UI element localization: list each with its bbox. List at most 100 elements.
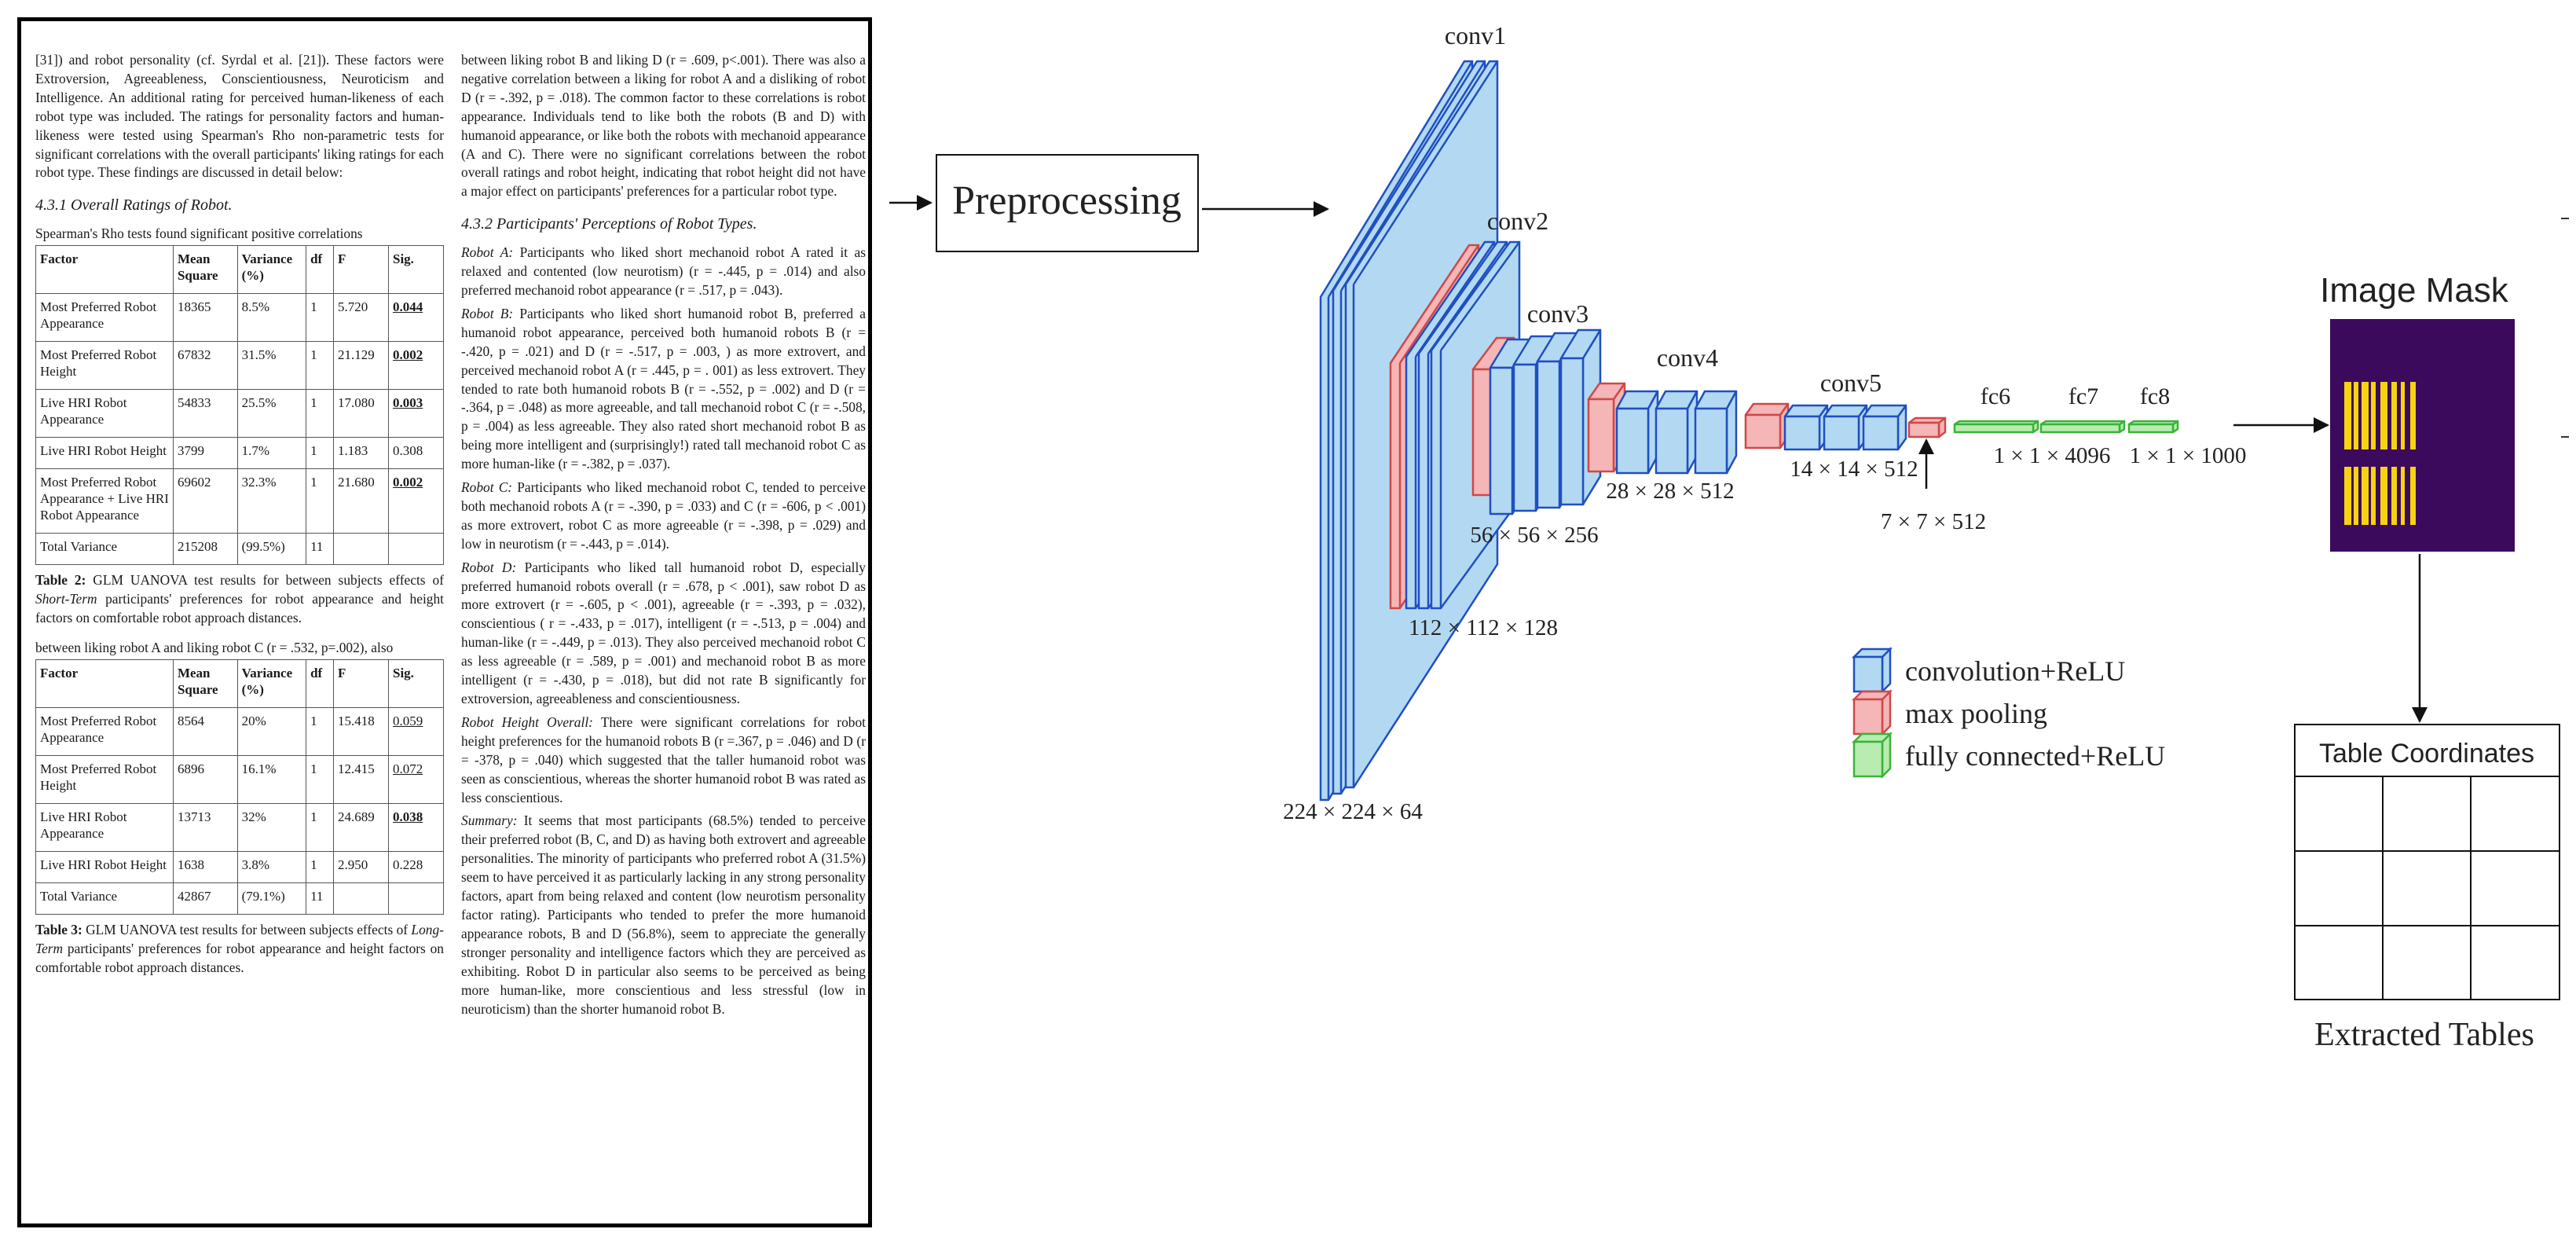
mask-table-region-bar bbox=[2371, 467, 2376, 525]
fc7-block bbox=[2039, 420, 2126, 434]
dim-label-fc8: 1 × 1 × 1000 bbox=[2130, 443, 2247, 468]
table-cell: 0.044 bbox=[388, 293, 444, 343]
robot-paragraph: Robot Height Overall: There were signifi… bbox=[461, 714, 866, 805]
column-header: Factor bbox=[35, 659, 174, 708]
table-cell: 0.059 bbox=[388, 706, 444, 756]
table-cell bbox=[388, 882, 444, 915]
dim-label-conv3: 56 × 56 × 256 bbox=[1470, 523, 1598, 548]
mask-table-region-bar bbox=[2391, 382, 2397, 449]
table-cell: 0.002 bbox=[388, 468, 444, 534]
table-cell: 0.038 bbox=[388, 802, 444, 852]
table-cell: 8564 bbox=[172, 706, 238, 756]
conv4-block bbox=[1654, 390, 1698, 475]
table-cell: 1 bbox=[306, 293, 335, 343]
table-cell: 3799 bbox=[172, 437, 238, 470]
dim-label-conv2: 112 × 112 × 128 bbox=[1409, 615, 1558, 640]
table-cell: 24.689 bbox=[333, 802, 389, 852]
table-cell: 1638 bbox=[172, 850, 238, 883]
mask-table-region-bar bbox=[2410, 382, 2416, 449]
preprocessing-box bbox=[936, 154, 1199, 252]
mask-table-region-bar bbox=[2354, 382, 2358, 449]
layer-label-conv4: conv4 bbox=[1657, 343, 1718, 372]
layer-label-conv1: conv1 bbox=[1445, 21, 1506, 50]
mask-table-region-bar bbox=[2362, 467, 2369, 525]
table-cell: Most Preferred Robot Height bbox=[35, 341, 174, 391]
table-cell: 21.129 bbox=[333, 341, 389, 391]
table-cell bbox=[388, 533, 444, 566]
table-cell: 15.418 bbox=[333, 706, 389, 756]
table-cell: 3.8% bbox=[236, 850, 307, 883]
right-intro-paragraph: between liking robot B and liking D (r =… bbox=[461, 52, 866, 200]
paper-left-column: [31]) and robot personality (cf. Syrdal … bbox=[35, 51, 444, 982]
table-cell: Live HRI Robot Height bbox=[35, 850, 174, 883]
table-cell: 11 bbox=[306, 882, 335, 915]
table-cell: 1 bbox=[306, 802, 335, 852]
paper-page-image: [31]) and robot personality (cf. Syrdal … bbox=[17, 17, 872, 1227]
column-header: F bbox=[333, 659, 389, 708]
table-cell: Most Preferred Robot Appearance bbox=[35, 293, 174, 343]
robot-paragraphs: Robot A: Participants who liked short me… bbox=[461, 244, 866, 1018]
pool4-block bbox=[1744, 402, 1790, 449]
robot-paragraph: Robot D: Participants who liked tall hum… bbox=[461, 559, 866, 706]
column-header: Sig. bbox=[388, 659, 444, 708]
fc8-block bbox=[2127, 420, 2179, 434]
table-cell: (79.1%) bbox=[236, 882, 307, 915]
table-cell: 17.080 bbox=[333, 389, 389, 438]
robot-paragraph: Robot B: Participants who liked short hu… bbox=[461, 305, 866, 472]
column-header: df bbox=[306, 659, 335, 708]
mask-table-region-bar bbox=[2391, 467, 2397, 525]
section-431-lead: Spearman's Rho tests found significant p… bbox=[35, 226, 363, 242]
table-cell: Most Preferred Robot Appearance bbox=[35, 706, 174, 756]
image-mask bbox=[2330, 319, 2515, 552]
table-cell: Total Variance bbox=[35, 533, 174, 566]
mask-table-region-bar bbox=[2354, 467, 2358, 525]
mask-table-region-bar bbox=[2401, 467, 2405, 525]
legend-item: fully connected+ReLU bbox=[1851, 731, 2165, 780]
preprocessing-label: Preprocessing bbox=[952, 178, 1182, 223]
table-row: Most Preferred Robot Appearance + Live H… bbox=[35, 468, 444, 534]
extracted-tables-label: Extracted Tables bbox=[2314, 1017, 2534, 1053]
table-cell bbox=[333, 533, 389, 566]
mask-table-region-bar bbox=[2401, 382, 2405, 449]
mask-table-regions bbox=[2344, 382, 2416, 525]
mask-table-region-bar bbox=[2362, 382, 2369, 449]
conv5-block bbox=[1823, 404, 1868, 451]
mask-table-region-bar bbox=[2410, 467, 2416, 525]
table-cell: 1 bbox=[306, 341, 335, 391]
section-heading-431: 4.3.1 Overall Ratings of Robot. bbox=[35, 196, 233, 215]
paper-right-column: between liking robot B and liking D (r =… bbox=[461, 51, 866, 1023]
mask-table-region-bar bbox=[2344, 382, 2351, 449]
table-cell: 12.415 bbox=[333, 754, 389, 804]
conv4-block bbox=[1615, 390, 1659, 475]
layer-label-fc7: fc7 bbox=[2068, 383, 2098, 409]
image-mask-title: Image Mask bbox=[2320, 271, 2509, 310]
table-coordinates-grid bbox=[2294, 724, 2560, 1000]
table-cell: 1 bbox=[306, 706, 335, 756]
section-heading-432: 4.3.2 Participants' Perceptions of Robot… bbox=[461, 215, 757, 233]
robot-paragraph: Robot A: Participants who liked short me… bbox=[461, 244, 866, 298]
cnn-architecture bbox=[1319, 60, 2179, 802]
table-cell: 0.002 bbox=[388, 341, 444, 391]
dim-label-conv4: 28 × 28 × 512 bbox=[1606, 479, 1734, 504]
legend-item: max pooling bbox=[1851, 688, 2047, 737]
table-cell: 1 bbox=[306, 389, 335, 438]
table-cell: 25.5% bbox=[236, 389, 307, 438]
conv5-block bbox=[1862, 404, 1907, 451]
table-cell: 215208 bbox=[172, 533, 238, 566]
table-cell: 1 bbox=[306, 754, 335, 804]
mask-table-region-bar bbox=[2344, 467, 2351, 525]
table-cell: 11 bbox=[306, 533, 335, 566]
dim-label-conv5: 14 × 14 × 512 bbox=[1790, 457, 1918, 482]
table-cell: (99.5%) bbox=[236, 533, 307, 566]
layer-label-fc8: fc8 bbox=[2140, 383, 2170, 409]
